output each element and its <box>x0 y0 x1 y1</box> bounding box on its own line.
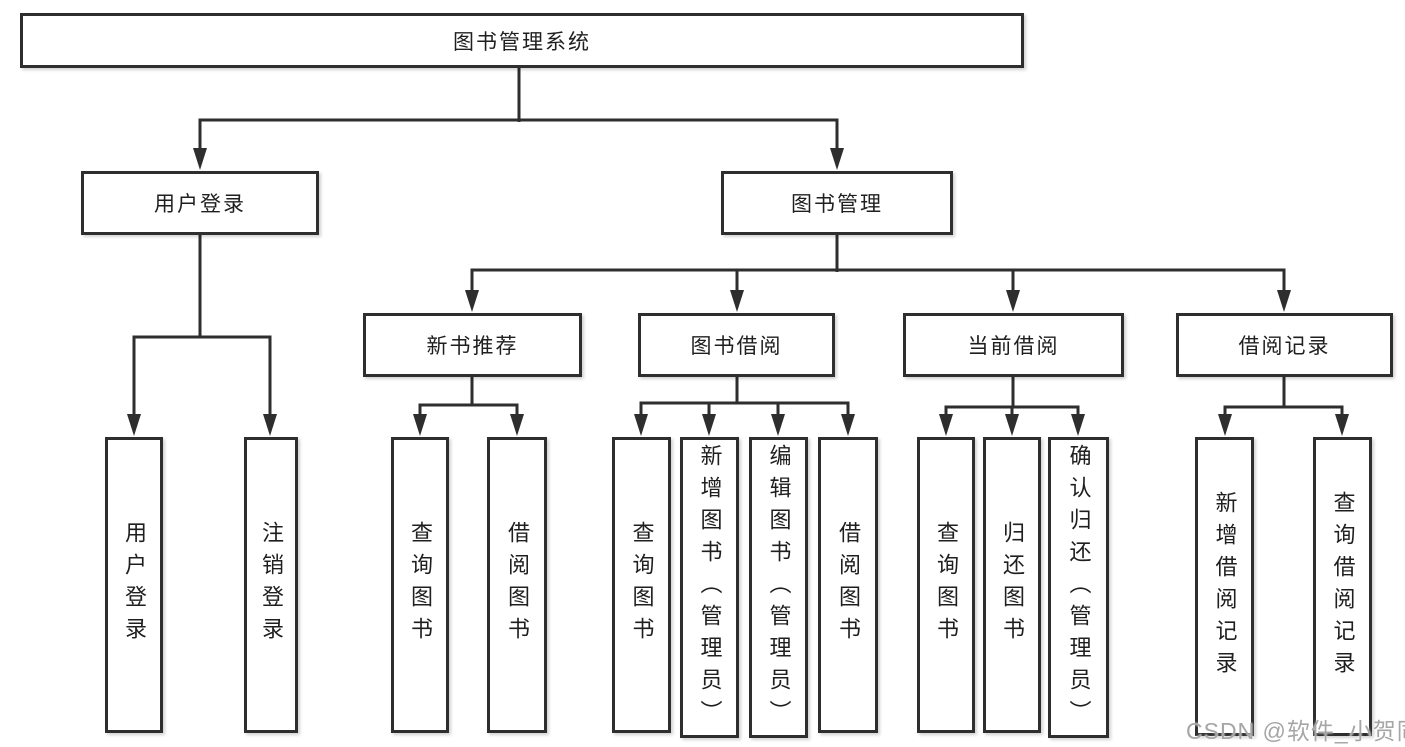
node-borrow-records: 借阅记录 <box>1176 313 1393 377</box>
node-root-label: 图书管理系统 <box>453 30 591 54</box>
arrowhead <box>193 148 207 170</box>
arrowhead <box>939 414 953 436</box>
leaf-logout: 注销登录 <box>244 437 298 733</box>
node-current-borrow-label: 当前借阅 <box>967 335 1060 358</box>
leaf-user-login-label: 用户登录 <box>122 521 147 649</box>
leaf-confirm-return-admin: 确认归还（管理员） <box>1048 437 1109 738</box>
arrowhead <box>465 290 479 312</box>
edge-bookborrow-to-leaves <box>639 377 850 420</box>
arrowhead <box>1006 290 1020 312</box>
arrowhead <box>1218 414 1232 436</box>
node-new-book-recommend: 新书推荐 <box>363 313 582 377</box>
leaf-query-books-borrow-label: 查询图书 <box>629 521 655 649</box>
leaf-borrow-books-recommend: 借阅图书 <box>487 437 547 733</box>
arrowhead <box>510 414 524 436</box>
leaf-return-book: 归还图书 <box>983 437 1041 733</box>
arrowhead <box>771 414 785 436</box>
leaf-query-books-recommend-label: 查询图书 <box>408 521 433 649</box>
edge-root-to-level2 <box>198 68 839 152</box>
edge-userlogin-to-leaves <box>132 235 272 420</box>
edge-bookmgmt-to-level3 <box>470 235 1286 296</box>
leaf-edit-book-admin: 编辑图书（管理员） <box>749 437 808 738</box>
leaf-confirm-return-admin-label: 确认归还（管理员） <box>1066 443 1092 732</box>
arrowhead <box>730 290 744 312</box>
node-book-management: 图书管理 <box>721 171 953 235</box>
edge-records-to-leaves <box>1223 377 1344 420</box>
leaf-borrow-books-recommend-label: 借阅图书 <box>505 521 530 649</box>
leaf-add-book-admin-label: 新增图书（管理员） <box>697 443 723 732</box>
arrowhead <box>1005 414 1019 436</box>
node-book-management-label: 图书管理 <box>791 193 883 216</box>
arrowhead <box>841 414 855 436</box>
arrowhead <box>702 414 716 436</box>
arrowhead <box>1335 414 1349 436</box>
leaf-add-book-admin: 新增图书（管理员） <box>680 437 739 738</box>
leaf-return-book-label: 归还图书 <box>1000 521 1025 649</box>
leaf-edit-book-admin-label: 编辑图书（管理员） <box>766 443 792 732</box>
arrowhead <box>127 414 141 436</box>
arrowhead <box>1071 414 1085 436</box>
leaf-query-books-borrow: 查询图书 <box>612 437 671 733</box>
leaf-query-borrow-record: 查询借阅记录 <box>1313 437 1372 736</box>
leaf-borrow-books-2: 借阅图书 <box>818 437 878 733</box>
node-book-borrow-label: 图书借阅 <box>690 335 783 358</box>
arrowhead <box>830 148 844 170</box>
leaf-user-login: 用户登录 <box>105 437 163 733</box>
arrowhead <box>634 414 648 436</box>
node-book-borrow: 图书借阅 <box>638 313 835 377</box>
node-borrow-records-label: 借阅记录 <box>1238 335 1331 358</box>
arrowhead <box>1277 290 1291 312</box>
leaf-query-books-current-label: 查询图书 <box>934 521 959 649</box>
leaf-add-borrow-record-label: 新增借阅记录 <box>1212 490 1238 683</box>
node-current-borrow: 当前借阅 <box>903 313 1124 377</box>
csdn-watermark: CSDN @软件_小贺同学 <box>1186 718 1405 744</box>
leaf-add-borrow-record: 新增借阅记录 <box>1195 437 1254 736</box>
node-user-login-label: 用户登录 <box>154 193 246 216</box>
leaf-logout-label: 注销登录 <box>259 521 284 649</box>
leaf-query-books-current: 查询图书 <box>917 437 975 733</box>
edge-currentborrow-to-leaves <box>944 377 1080 420</box>
leaf-query-books-recommend: 查询图书 <box>391 437 449 733</box>
edge-newbook-to-leaves <box>418 377 519 420</box>
arrowhead <box>263 414 277 436</box>
leaf-borrow-books-2-label: 借阅图书 <box>836 521 861 649</box>
node-new-book-recommend-label: 新书推荐 <box>426 335 519 358</box>
node-root: 图书管理系统 <box>20 13 1024 68</box>
arrowhead <box>413 414 427 436</box>
node-user-login: 用户登录 <box>81 171 319 235</box>
leaf-query-borrow-record-label: 查询借阅记录 <box>1330 490 1356 683</box>
